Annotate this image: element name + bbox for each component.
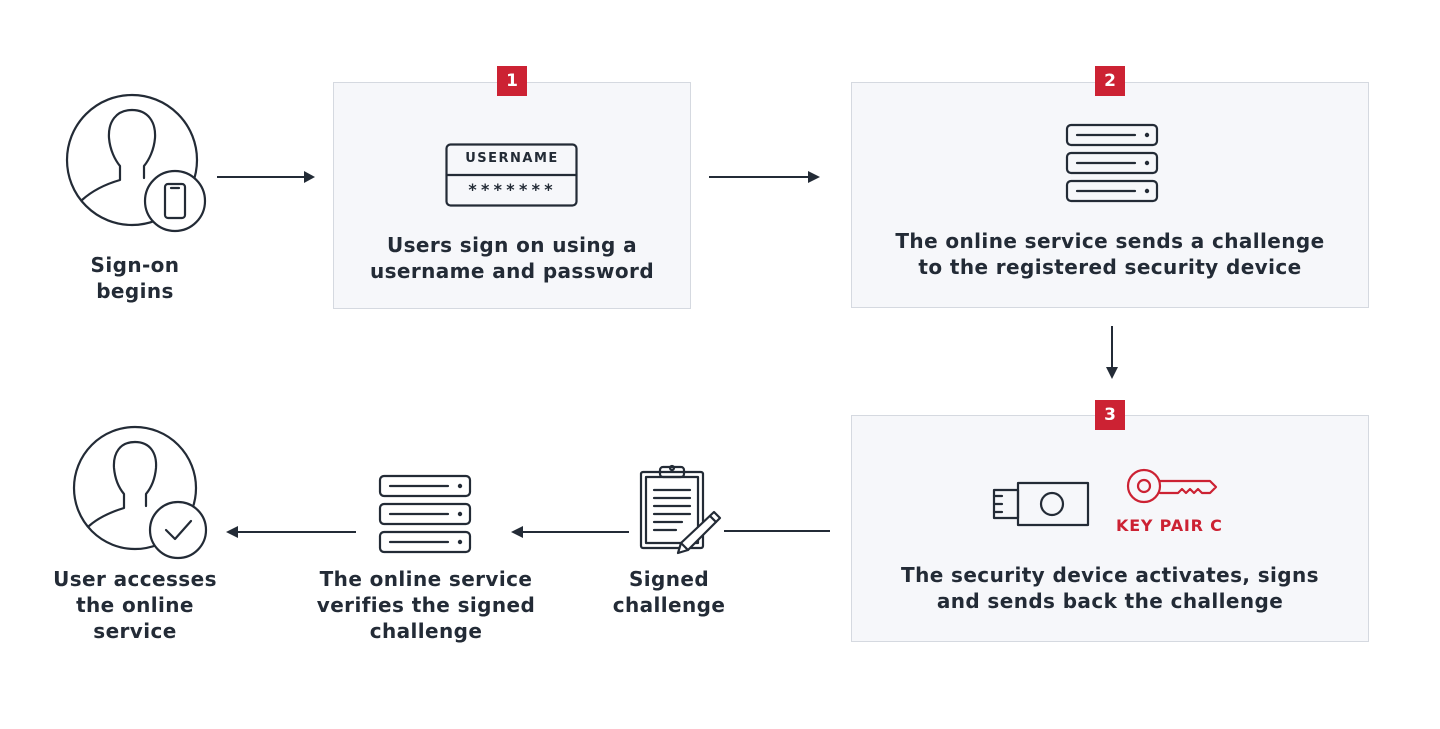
start-label: Sign-on begins bbox=[90, 253, 180, 303]
login-field-icon bbox=[445, 143, 578, 207]
arrow-right-1 bbox=[217, 171, 315, 183]
step3-number-badge: 3 bbox=[1095, 400, 1125, 430]
step3-caption: The security device activates, signs and… bbox=[901, 563, 1319, 613]
server-icon-verify bbox=[378, 474, 472, 554]
step2-caption: The online service sends a challenge to … bbox=[895, 229, 1325, 279]
signed-challenge-label: Signed challenge bbox=[612, 567, 726, 617]
user-with-check-icon bbox=[72, 425, 208, 560]
arrow-left-1 bbox=[511, 526, 629, 538]
step1-number-badge: 1 bbox=[497, 66, 527, 96]
key-pair-label: KEY PAIR C bbox=[1116, 516, 1223, 535]
clipboard-pencil-icon bbox=[639, 464, 722, 555]
step2-number-badge: 2 bbox=[1095, 66, 1125, 96]
step2-box bbox=[851, 82, 1369, 308]
username-field-label: USERNAME bbox=[465, 151, 559, 166]
arrow-left-2 bbox=[226, 526, 356, 538]
step3-box bbox=[851, 415, 1369, 642]
step1-box bbox=[333, 82, 691, 309]
security-key-device-icon bbox=[992, 481, 1090, 527]
password-field-mask: ******* bbox=[467, 180, 557, 199]
key-icon bbox=[1126, 468, 1218, 504]
arrow-right-2 bbox=[709, 171, 820, 183]
end-label: User accesses the online service bbox=[53, 567, 217, 643]
connector-line bbox=[724, 530, 830, 532]
user-with-phone-icon bbox=[65, 93, 207, 233]
step1-caption: Users sign on using a username and passw… bbox=[369, 233, 655, 283]
arrow-down bbox=[1106, 326, 1118, 379]
verify-label: The online service verifies the signed c… bbox=[316, 567, 536, 643]
server-icon bbox=[1065, 123, 1159, 203]
